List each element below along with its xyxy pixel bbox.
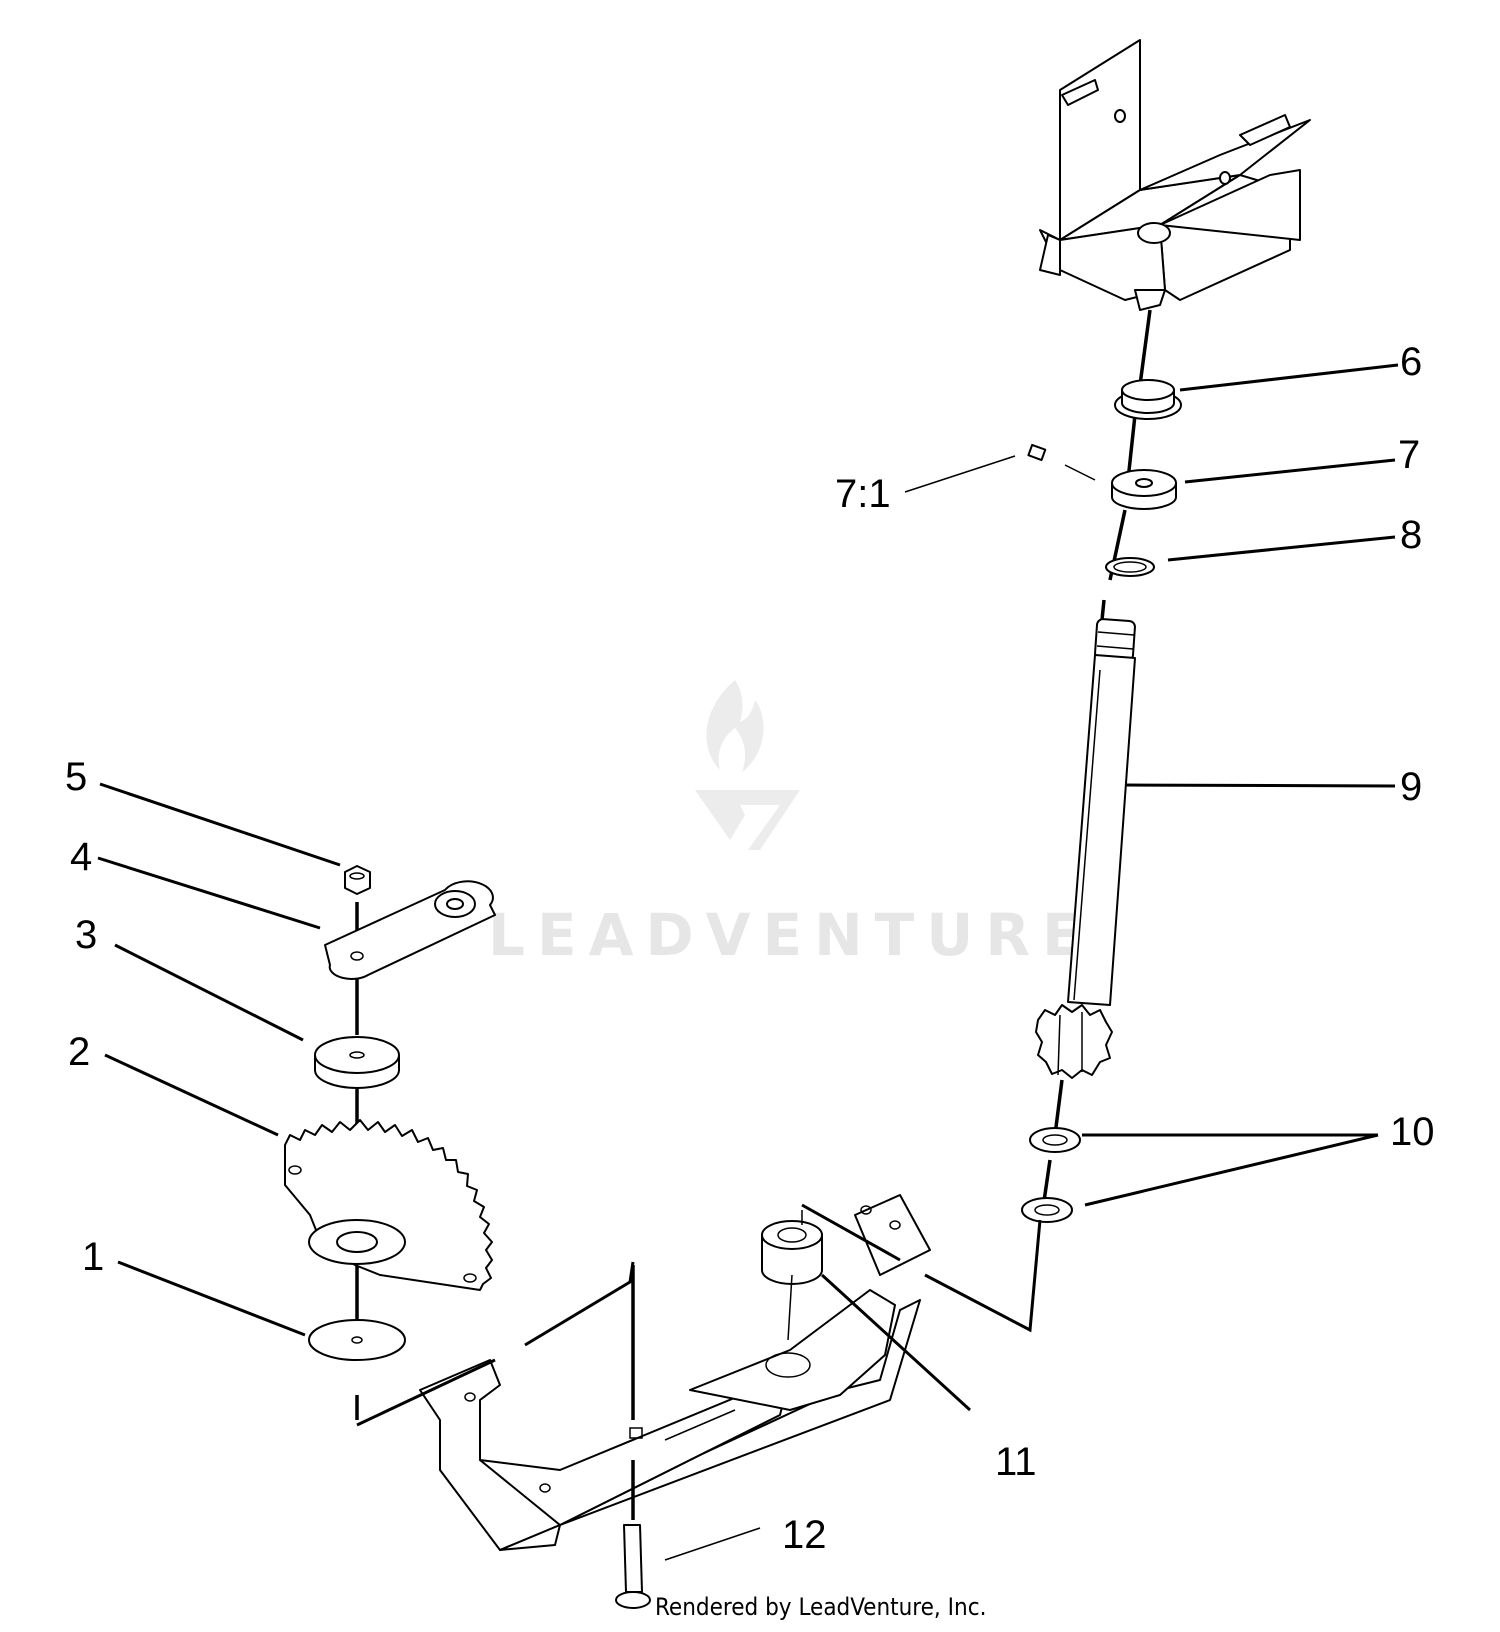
callout-11: 11	[995, 1440, 1037, 1484]
bearing-part-7	[1111, 469, 1177, 510]
upper-bracket	[1039, 39, 1311, 311]
callout-labels: 1 2 3 4 5 6 7 7:1 8 9 10 11 12	[65, 340, 1435, 1557]
callout-12: 12	[782, 1513, 827, 1557]
callout-10: 10	[1390, 1110, 1435, 1154]
steering-arm-part-4	[324, 880, 496, 980]
callout-3: 3	[75, 913, 97, 957]
bushing-part-6	[1114, 379, 1182, 420]
spacer-part-3	[314, 1036, 400, 1089]
lower-bracket	[419, 1194, 931, 1551]
callout-2: 2	[68, 1030, 90, 1074]
flame-icon	[706, 680, 764, 772]
shaft-axis-washers	[1053, 1079, 1064, 1136]
callout-leaders	[97, 363, 1399, 1561]
steering-shaft-part-9	[1035, 618, 1136, 1079]
washers-part-10	[1021, 1127, 1081, 1223]
callout-9: 9	[1400, 765, 1422, 809]
key-part-7-1	[1027, 443, 1096, 481]
watermark-text: LEADVENTURE	[488, 901, 1094, 969]
nut-part-5	[344, 865, 371, 895]
sector-gear-part-2	[284, 1119, 493, 1291]
callout-7-1: 7:1	[835, 472, 891, 516]
bushing-part-11	[761, 1210, 823, 1341]
assembly-lines	[356, 1203, 1042, 1427]
callout-6: 6	[1400, 340, 1422, 384]
shaft-axis-upper	[1138, 309, 1152, 386]
callout-7: 7	[1398, 433, 1420, 477]
callout-5: 5	[65, 755, 87, 799]
bolt-part-12	[615, 1265, 651, 1609]
leadventure-watermark: LEADVENTURE	[488, 680, 1094, 969]
retaining-ring-part-8	[1105, 557, 1155, 577]
washer-part-1	[308, 1319, 406, 1361]
credit-text: Rendered by LeadVenture, Inc.	[655, 1593, 986, 1621]
callout-1: 1	[82, 1235, 104, 1279]
callout-8: 8	[1400, 513, 1422, 557]
v-logo-icon	[695, 790, 800, 850]
callout-4: 4	[70, 835, 92, 879]
shaft-axis-mid	[1126, 414, 1137, 481]
